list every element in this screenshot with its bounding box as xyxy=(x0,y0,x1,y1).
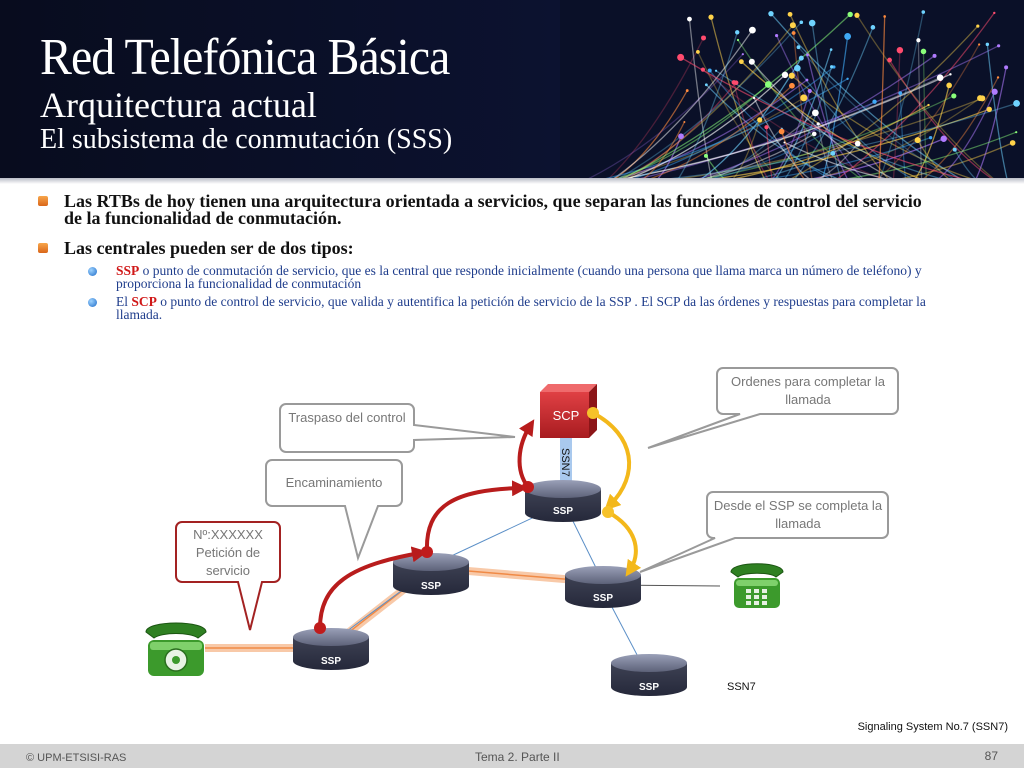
ssn7-label: SSN7 xyxy=(727,681,756,693)
term-ssp: SSP xyxy=(116,263,140,278)
routing-start-dot xyxy=(314,622,326,634)
signaling-note: Signaling System No.7 (SSN7) xyxy=(857,721,1008,733)
sub-bullet-marker-icon xyxy=(88,298,97,307)
ssp-label: SSP xyxy=(639,682,659,693)
bullet-marker-icon xyxy=(38,196,48,206)
ssp-label: SSP xyxy=(421,581,441,592)
bullet-central-types: Las centrales pueden ser de dos tipos: xyxy=(38,238,938,258)
ssp-node-top: SSP xyxy=(525,480,601,522)
bullet-text: Las centrales pueden ser de dos tipos: xyxy=(64,238,354,258)
callout-peticion-number: Nº:XXXXXX xyxy=(193,527,263,542)
callout-traspaso: Traspaso del control xyxy=(288,410,406,425)
sub-bullet-text: o punto de control de servicio, que vali… xyxy=(116,294,926,322)
scp-node: SCP xyxy=(540,384,597,438)
slide-subtitle-secondary: El subsistema de conmutación (SSS) xyxy=(40,124,453,155)
network-diagram: SSN7 SCP SSP SSP SSP SSP SSP SSN7 xyxy=(145,367,899,696)
sub-bullet-marker-icon xyxy=(88,267,97,276)
ssp-label: SSP xyxy=(593,593,613,604)
phone-left-icon xyxy=(145,622,207,676)
callout-peticion-shape xyxy=(175,521,281,631)
ssp-node-middle-left: SSP xyxy=(393,553,469,595)
sub-bullet-prefix: El xyxy=(116,294,132,309)
scp-ssp-link xyxy=(560,437,572,487)
routing-dot xyxy=(421,546,433,558)
slide-footer: © UPM-ETSISI-RAS Tema 2. Parte II 87 xyxy=(0,744,1024,768)
sub-bullet-ssp: SSP o punto de conmutación de servicio, … xyxy=(88,263,948,291)
ssp-node-middle-right: SSP xyxy=(565,566,641,608)
bullet-architecture: Las RTBs de hoy tienen una arquitectura … xyxy=(38,191,938,228)
phone-right-icon xyxy=(730,563,784,608)
slide-title: Red Telefónica Básica xyxy=(40,29,450,86)
sub-bullet-scp: El SCP o punto de control de servicio, q… xyxy=(88,294,948,322)
page-number: 87 xyxy=(984,749,998,763)
footer-topic: Tema 2. Parte II xyxy=(475,750,560,764)
callout-desde: Desde el SSP se completa la llamada xyxy=(713,498,883,531)
fiber-optic-image xyxy=(560,0,1024,178)
response-dot xyxy=(602,506,614,518)
ssp-node-bottom-left: SSP xyxy=(293,628,369,670)
sub-bullet-text: o punto de conmutación de servicio, que … xyxy=(116,263,922,291)
callout-peticion-text: Petición de servicio xyxy=(195,545,261,578)
callout-encaminamiento: Encaminamiento xyxy=(285,475,383,490)
header-shadow xyxy=(0,178,1024,184)
slide-subtitle: Arquitectura actual xyxy=(40,85,317,125)
header-titles: Red Telefónica Básica Arquitectura actua… xyxy=(40,30,485,156)
ssp-label: SSP xyxy=(321,656,341,667)
bullet-text: Las RTBs de hoy tienen una arquitectura … xyxy=(64,191,922,228)
scp-label: SCP xyxy=(553,408,580,423)
response-start-dot xyxy=(587,407,599,419)
routing-dot xyxy=(522,481,534,493)
ssp-label: SSP xyxy=(553,506,573,517)
callout-shapes xyxy=(265,367,899,573)
footer-copyright: © UPM-ETSISI-RAS xyxy=(26,752,127,764)
ssp-node-bottom-right: SSP xyxy=(611,654,687,696)
bullet-marker-icon xyxy=(38,243,48,253)
response-arrows xyxy=(592,411,642,577)
callout-ordenes: Ordenes para completar la llamada xyxy=(731,374,885,407)
term-scp: SCP xyxy=(131,294,157,309)
slide-header: Red Telefónica Básica Arquitectura actua… xyxy=(0,0,1024,178)
callout-peticion: Nº:XXXXXX Petición de servicio xyxy=(176,526,280,580)
ssn7-vertical-label: SSN7 xyxy=(559,448,571,477)
